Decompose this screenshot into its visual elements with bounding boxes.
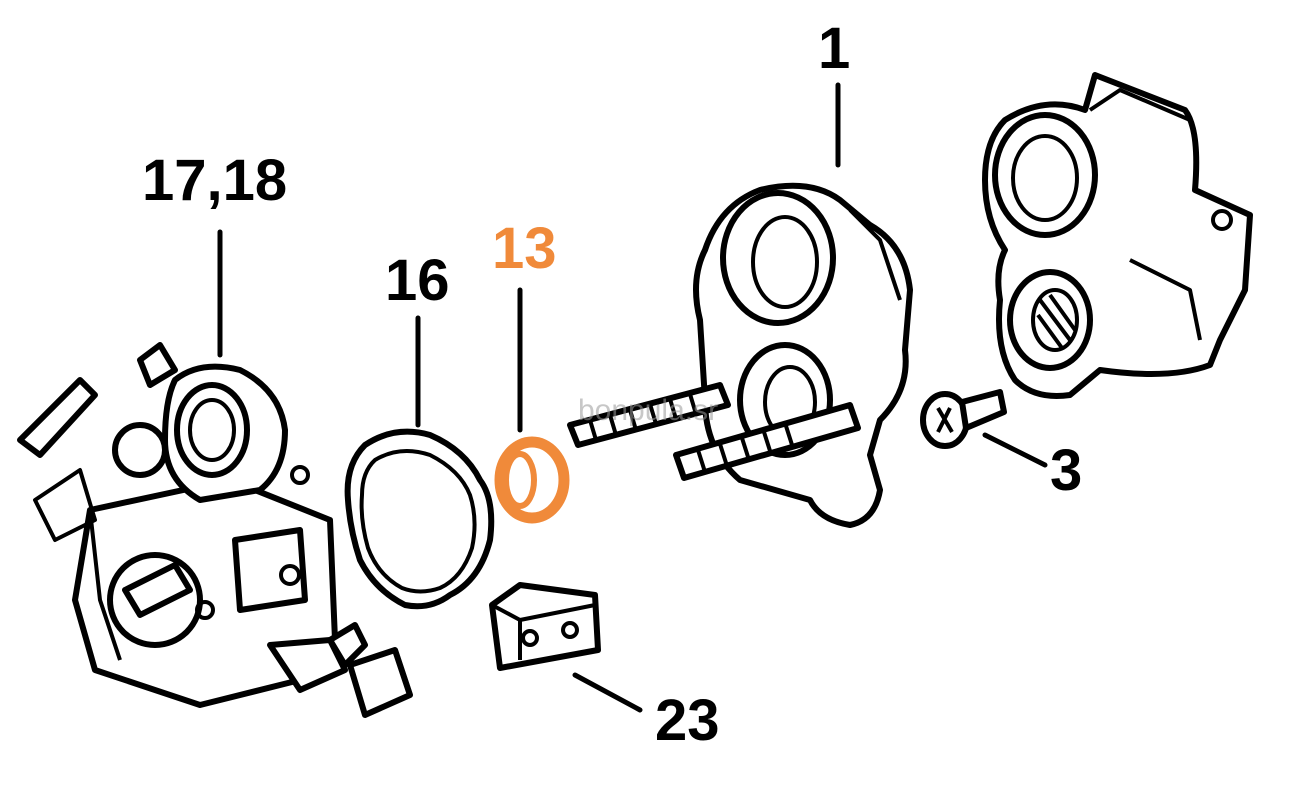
leader-line-23 xyxy=(572,672,643,713)
label-23: 23 xyxy=(655,688,720,753)
label-1: 1 xyxy=(818,16,850,81)
filter-base-part xyxy=(982,72,1253,399)
label-16: 16 xyxy=(385,248,450,313)
label-17-18: 17,18 xyxy=(142,148,287,213)
bracket-part xyxy=(489,582,601,671)
intake-flange-part xyxy=(567,182,913,528)
carburetor-part xyxy=(17,342,413,718)
watermark-text: bonpula.sr xyxy=(578,394,718,427)
ring-part xyxy=(494,436,570,524)
label-13: 13 xyxy=(492,216,557,281)
screw-part xyxy=(920,389,1007,449)
label-3: 3 xyxy=(1050,438,1082,503)
gasket-part xyxy=(344,428,495,610)
leader-line-3 xyxy=(982,432,1048,468)
